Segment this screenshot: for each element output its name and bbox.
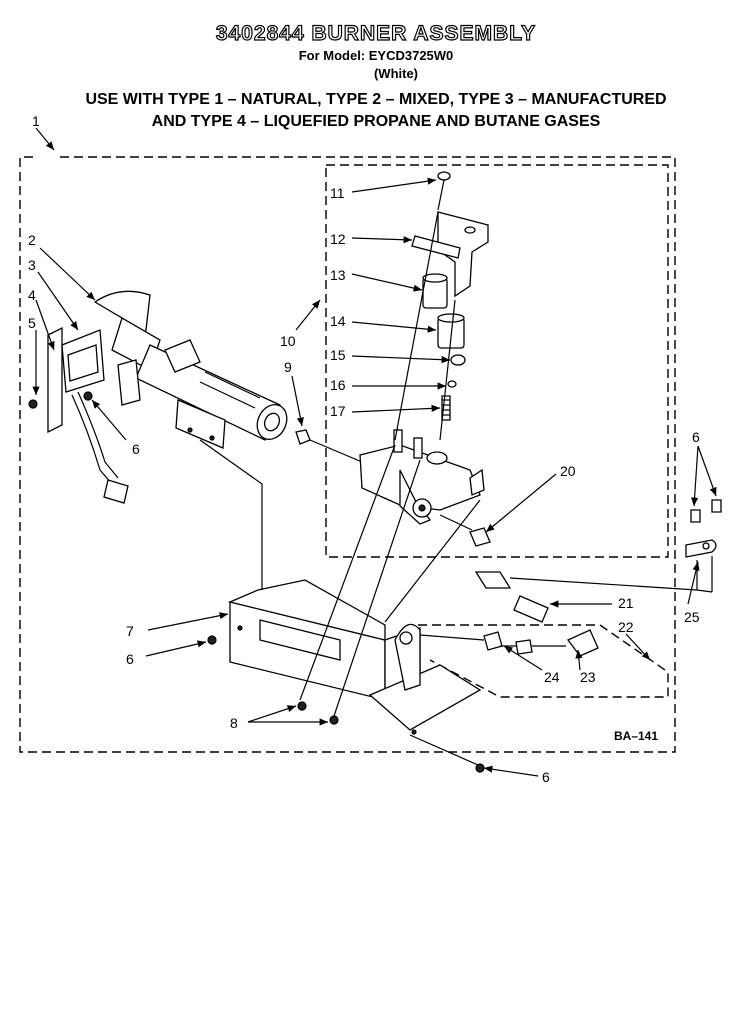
callout-5: 5 bbox=[28, 315, 36, 331]
screw-6-base bbox=[207, 635, 217, 645]
clamp-screws bbox=[690, 499, 722, 523]
callout-6-right: 6 bbox=[692, 429, 700, 445]
callout-14: 14 bbox=[330, 313, 346, 329]
page-title: 3402844 BURNER ASSEMBLY bbox=[215, 21, 537, 45]
screw-6-left bbox=[83, 391, 93, 401]
orifice bbox=[295, 429, 311, 445]
igniter-wire-harness bbox=[71, 391, 129, 504]
callout-23: 23 bbox=[580, 669, 596, 685]
gas-valve-body bbox=[359, 429, 485, 525]
callout-4: 4 bbox=[28, 287, 36, 303]
callout-7: 7 bbox=[126, 623, 134, 639]
callout-10: 10 bbox=[280, 333, 296, 349]
burner-base-bracket bbox=[227, 579, 482, 735]
solenoid-coil-upper bbox=[422, 273, 448, 309]
callout-6-bottom: 6 bbox=[542, 769, 550, 785]
pipe-elbow bbox=[515, 629, 599, 657]
fitting-group-boundary bbox=[418, 624, 669, 698]
callout-2: 2 bbox=[28, 232, 36, 248]
screw-axis bbox=[394, 211, 439, 441]
gas-type-line-2: AND TYPE 4 – LIQUEFIED PROPANE AND BUTAN… bbox=[151, 113, 601, 130]
callout-8: 8 bbox=[230, 715, 238, 731]
diagram-code: BA–141 bbox=[614, 729, 658, 743]
callout-6-left: 6 bbox=[132, 441, 140, 457]
callout-15: 15 bbox=[330, 347, 346, 363]
gas-pipe-nipple bbox=[474, 571, 549, 623]
callout-12: 12 bbox=[330, 231, 346, 247]
screw-line-8b bbox=[333, 459, 421, 717]
screw-11 bbox=[437, 171, 451, 211]
valve-subassembly-boundary bbox=[325, 164, 669, 558]
callout-13: 13 bbox=[330, 267, 346, 283]
callout-21: 21 bbox=[618, 595, 634, 611]
valve-mounting-bracket bbox=[411, 211, 489, 298]
igniter-bracket bbox=[47, 326, 141, 434]
callout-3: 3 bbox=[28, 257, 36, 273]
color-line: (White) bbox=[373, 66, 419, 81]
pipe-clamp bbox=[685, 539, 717, 558]
callout-17: 17 bbox=[330, 403, 346, 419]
model-line: For Model: EYCD3725W0 bbox=[298, 48, 454, 63]
callout-20: 20 bbox=[560, 463, 576, 479]
screw-5 bbox=[28, 399, 38, 409]
screw-line-8a bbox=[299, 444, 396, 701]
callout-6-base: 6 bbox=[126, 651, 134, 667]
callout-16: 16 bbox=[330, 377, 346, 393]
orifice-leader bbox=[309, 439, 363, 463]
callout-22: 22 bbox=[618, 619, 634, 635]
callout-25: 25 bbox=[684, 609, 700, 625]
callout-24: 24 bbox=[544, 669, 560, 685]
inlet-fitting bbox=[469, 527, 491, 547]
callout-11: 11 bbox=[330, 185, 345, 201]
callout-1: 1 bbox=[32, 113, 40, 129]
flare-nut bbox=[483, 631, 503, 651]
gas-type-line-1: USE WITH TYPE 1 – NATURAL, TYPE 2 – MIXE… bbox=[85, 91, 667, 108]
assembly-boundary bbox=[19, 156, 676, 753]
burner-tube bbox=[135, 339, 288, 441]
screw-8a bbox=[297, 701, 307, 711]
callout-9: 9 bbox=[284, 359, 292, 375]
flame-sensor-bracket bbox=[175, 399, 226, 449]
screw-8b bbox=[329, 715, 339, 725]
